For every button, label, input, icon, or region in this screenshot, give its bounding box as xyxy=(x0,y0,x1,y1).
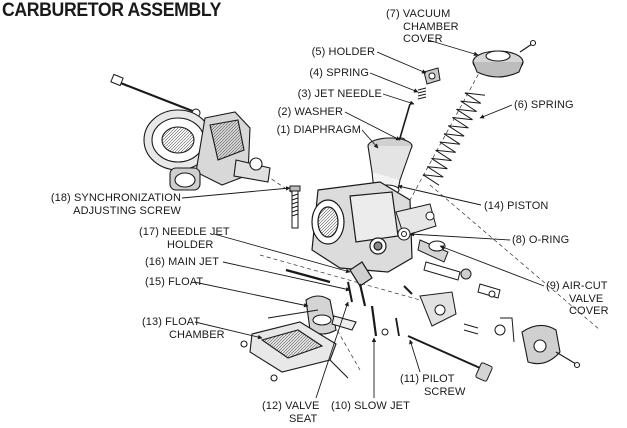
label-main-jet: (16) MAIN JET xyxy=(145,256,219,269)
label-text: (10) SLOW JET xyxy=(331,400,410,412)
main-carburetor-body xyxy=(311,181,413,287)
label-text: SEAT xyxy=(289,412,318,425)
left-carburetor-body xyxy=(143,109,271,191)
label-text: ADJUSTING SCREW xyxy=(73,204,181,217)
label-text: (12) VALVE xyxy=(262,400,320,412)
label-text: (8) O-RING xyxy=(512,234,570,246)
label-text: COVER xyxy=(569,305,609,317)
needle-parts xyxy=(396,67,441,143)
pilot-screw-parts xyxy=(381,291,515,382)
label-jet-needle: (3) JET NEEDLE xyxy=(298,88,382,101)
label-float: (15) FLOAT xyxy=(145,276,203,289)
throttle-linkage xyxy=(110,73,201,118)
label-text: (3) JET NEEDLE xyxy=(297,88,382,100)
label-text: (5) HOLDER xyxy=(311,46,375,58)
piston-spring xyxy=(422,92,486,186)
label-vacuum-chamber-cover: (7) VACUUM CHAMBER COVER xyxy=(386,8,459,46)
label-washer: (2) WASHER xyxy=(278,106,343,119)
label-text: CHAMBER xyxy=(403,20,459,33)
float xyxy=(305,295,357,335)
label-diaphragm: (1) DIAPHRAGM xyxy=(277,124,361,137)
label-sync-adjusting-screw: (18) SYNCHRONIZATION ADJUSTING SCREW xyxy=(51,192,181,217)
label-text: (17) NEEDLE JET xyxy=(139,226,230,238)
label-text: (13) FLOAT xyxy=(142,316,201,328)
label-o-ring: (8) O-RING xyxy=(512,234,569,247)
label-needle-jet-holder: (17) NEEDLE JET HOLDER xyxy=(139,226,230,251)
label-text: (4) SPRING xyxy=(309,67,369,79)
label-text: (2) WASHER xyxy=(277,106,343,118)
label-spring-4: (4) SPRING xyxy=(309,67,369,80)
label-valve-seat: (12) VALVE SEAT xyxy=(262,400,319,425)
label-text: COVER xyxy=(403,33,443,45)
label-holder: (5) HOLDER xyxy=(312,46,375,59)
vacuum-chamber-cover xyxy=(472,39,537,78)
label-text: (1) DIAPHRAGM xyxy=(276,124,361,136)
label-text: (15) FLOAT xyxy=(145,276,204,288)
diagram-title: CARBURETOR ASSEMBLY xyxy=(2,0,222,21)
label-spring-6: (6) SPRING xyxy=(514,99,574,112)
label-text: CHAMBER xyxy=(169,328,225,341)
label-text: (6) SPRING xyxy=(514,99,574,111)
label-piston: (14) PISTON xyxy=(484,200,548,213)
label-text: (18) SYNCHRONIZATION xyxy=(50,192,181,204)
label-text: (14) PISTON xyxy=(484,200,549,212)
label-text: (7) VACUUM xyxy=(386,8,451,20)
label-text: (9) AIR-CUT xyxy=(546,280,608,292)
label-text: (16) MAIN JET xyxy=(145,256,220,268)
label-text: VALVE xyxy=(569,292,604,305)
label-pilot-screw: (11) PILOT SCREW xyxy=(400,373,465,398)
label-text: HOLDER xyxy=(167,238,214,251)
label-float-chamber: (13) FLOAT CHAMBER xyxy=(142,316,225,341)
label-text: SCREW xyxy=(424,385,466,398)
sync-adjusting-screw xyxy=(289,185,301,229)
label-slow-jet: (10) SLOW JET xyxy=(331,400,410,413)
label-air-cut-valve-cover: (9) AIR-CUT VALVE COVER xyxy=(546,280,609,318)
air-cut-valve-cover xyxy=(521,324,581,369)
label-text: (11) PILOT xyxy=(400,373,455,385)
diaphragm-piston xyxy=(367,137,413,196)
